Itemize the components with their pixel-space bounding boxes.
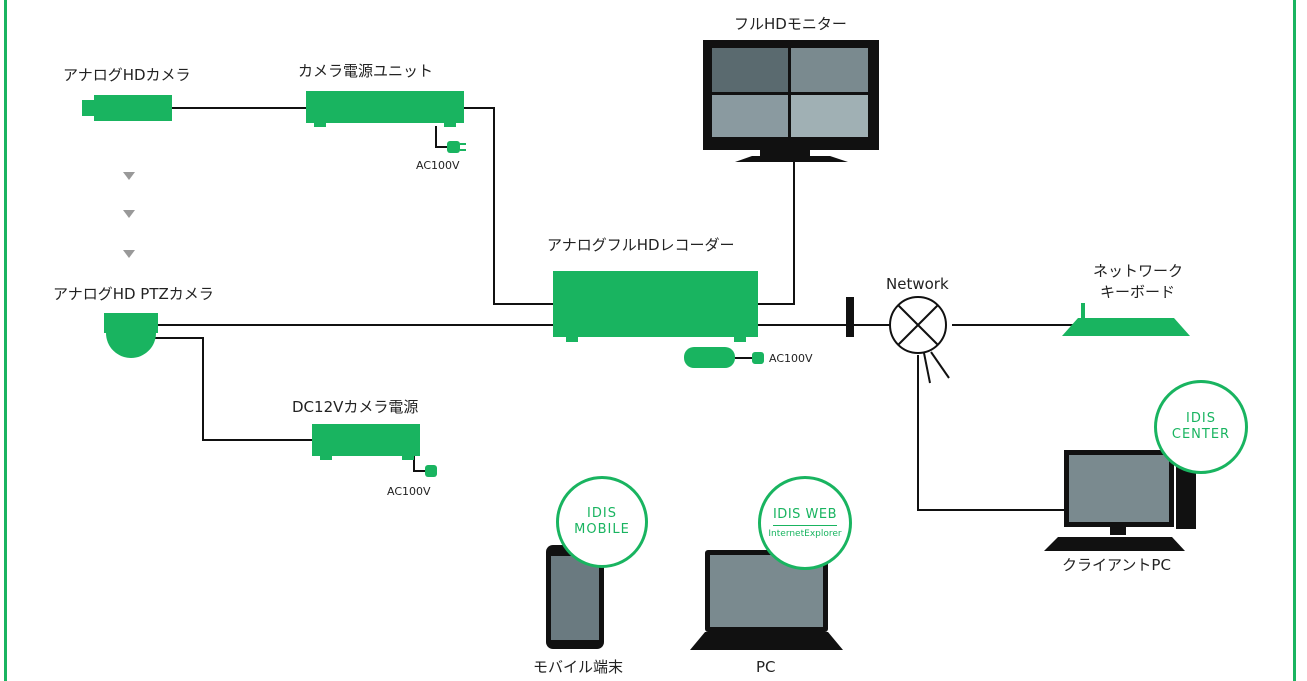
- power-unit-icon: [306, 91, 464, 127]
- badge-idis-center-line1: IDIS: [1186, 411, 1216, 426]
- connector-ptz-to-dc12v: [155, 337, 312, 441]
- badge-idis-web-line1: IDIS WEB: [772, 507, 838, 526]
- label-client-pc: クライアントPC: [1062, 556, 1171, 574]
- label-ac100v-1: AC100V: [416, 159, 460, 172]
- smartphone-icon: [546, 545, 604, 649]
- label-network-keyboard-line2: キーボード: [1100, 283, 1176, 301]
- adapter-icon: [684, 347, 764, 368]
- label-analog-full-hd-recorder: アナログフルHDレコーダー: [547, 236, 735, 254]
- badge-idis-mobile-line2: MOBILE: [574, 522, 630, 537]
- badge-idis-center-line2: CENTER: [1171, 427, 1231, 442]
- badge-idis-mobile-line1: IDIS: [587, 506, 617, 521]
- ptz-camera-icon: [104, 313, 158, 358]
- connector-power-plug-1: [435, 126, 447, 148]
- label-analog-hd-ptz-camera: アナログHD PTZカメラ: [53, 285, 214, 303]
- badge-idis-mobile: IDIS MOBILE: [556, 476, 648, 568]
- label-ac100v-3: AC100V: [387, 485, 431, 498]
- frame-border: [4, 0, 1296, 681]
- recorder-icon: [553, 271, 758, 342]
- label-network: Network: [886, 275, 949, 293]
- network-hub-icon: [889, 296, 950, 384]
- label-network-keyboard-line1: ネットワーク: [1093, 262, 1184, 280]
- label-camera-power-unit: カメラ電源ユニット: [298, 62, 434, 80]
- laptop-icon: [690, 550, 843, 650]
- badge-idis-web-line2: InternetExplorer: [768, 528, 842, 539]
- connector-recorder-to-monitor: [758, 162, 795, 305]
- monitor-icon: [703, 40, 879, 162]
- connector-power-plug-3: [413, 455, 425, 472]
- label-analog-hd-camera: アナログHDカメラ: [63, 66, 191, 84]
- arrow-down-icon: [123, 172, 135, 258]
- plug-icon: [447, 141, 466, 153]
- camera-icon: [82, 95, 172, 121]
- label-ac100v-2: AC100V: [769, 352, 813, 365]
- dc12v-power-icon: [312, 424, 437, 477]
- badge-idis-center: IDIS CENTER: [1154, 380, 1248, 474]
- label-full-hd-monitor: フルHDモニター: [734, 15, 847, 33]
- label-pc: PC: [756, 658, 776, 676]
- connector-power-to-recorder: [464, 107, 553, 305]
- network-plug-icon: [846, 297, 854, 337]
- label-dc12v-camera-power: DC12Vカメラ電源: [292, 398, 419, 416]
- keyboard-icon: [1062, 303, 1190, 336]
- connector-network-to-client-pc: [917, 355, 1064, 511]
- badge-idis-web: IDIS WEB InternetExplorer: [758, 476, 852, 570]
- label-mobile-device: モバイル端末: [533, 658, 624, 676]
